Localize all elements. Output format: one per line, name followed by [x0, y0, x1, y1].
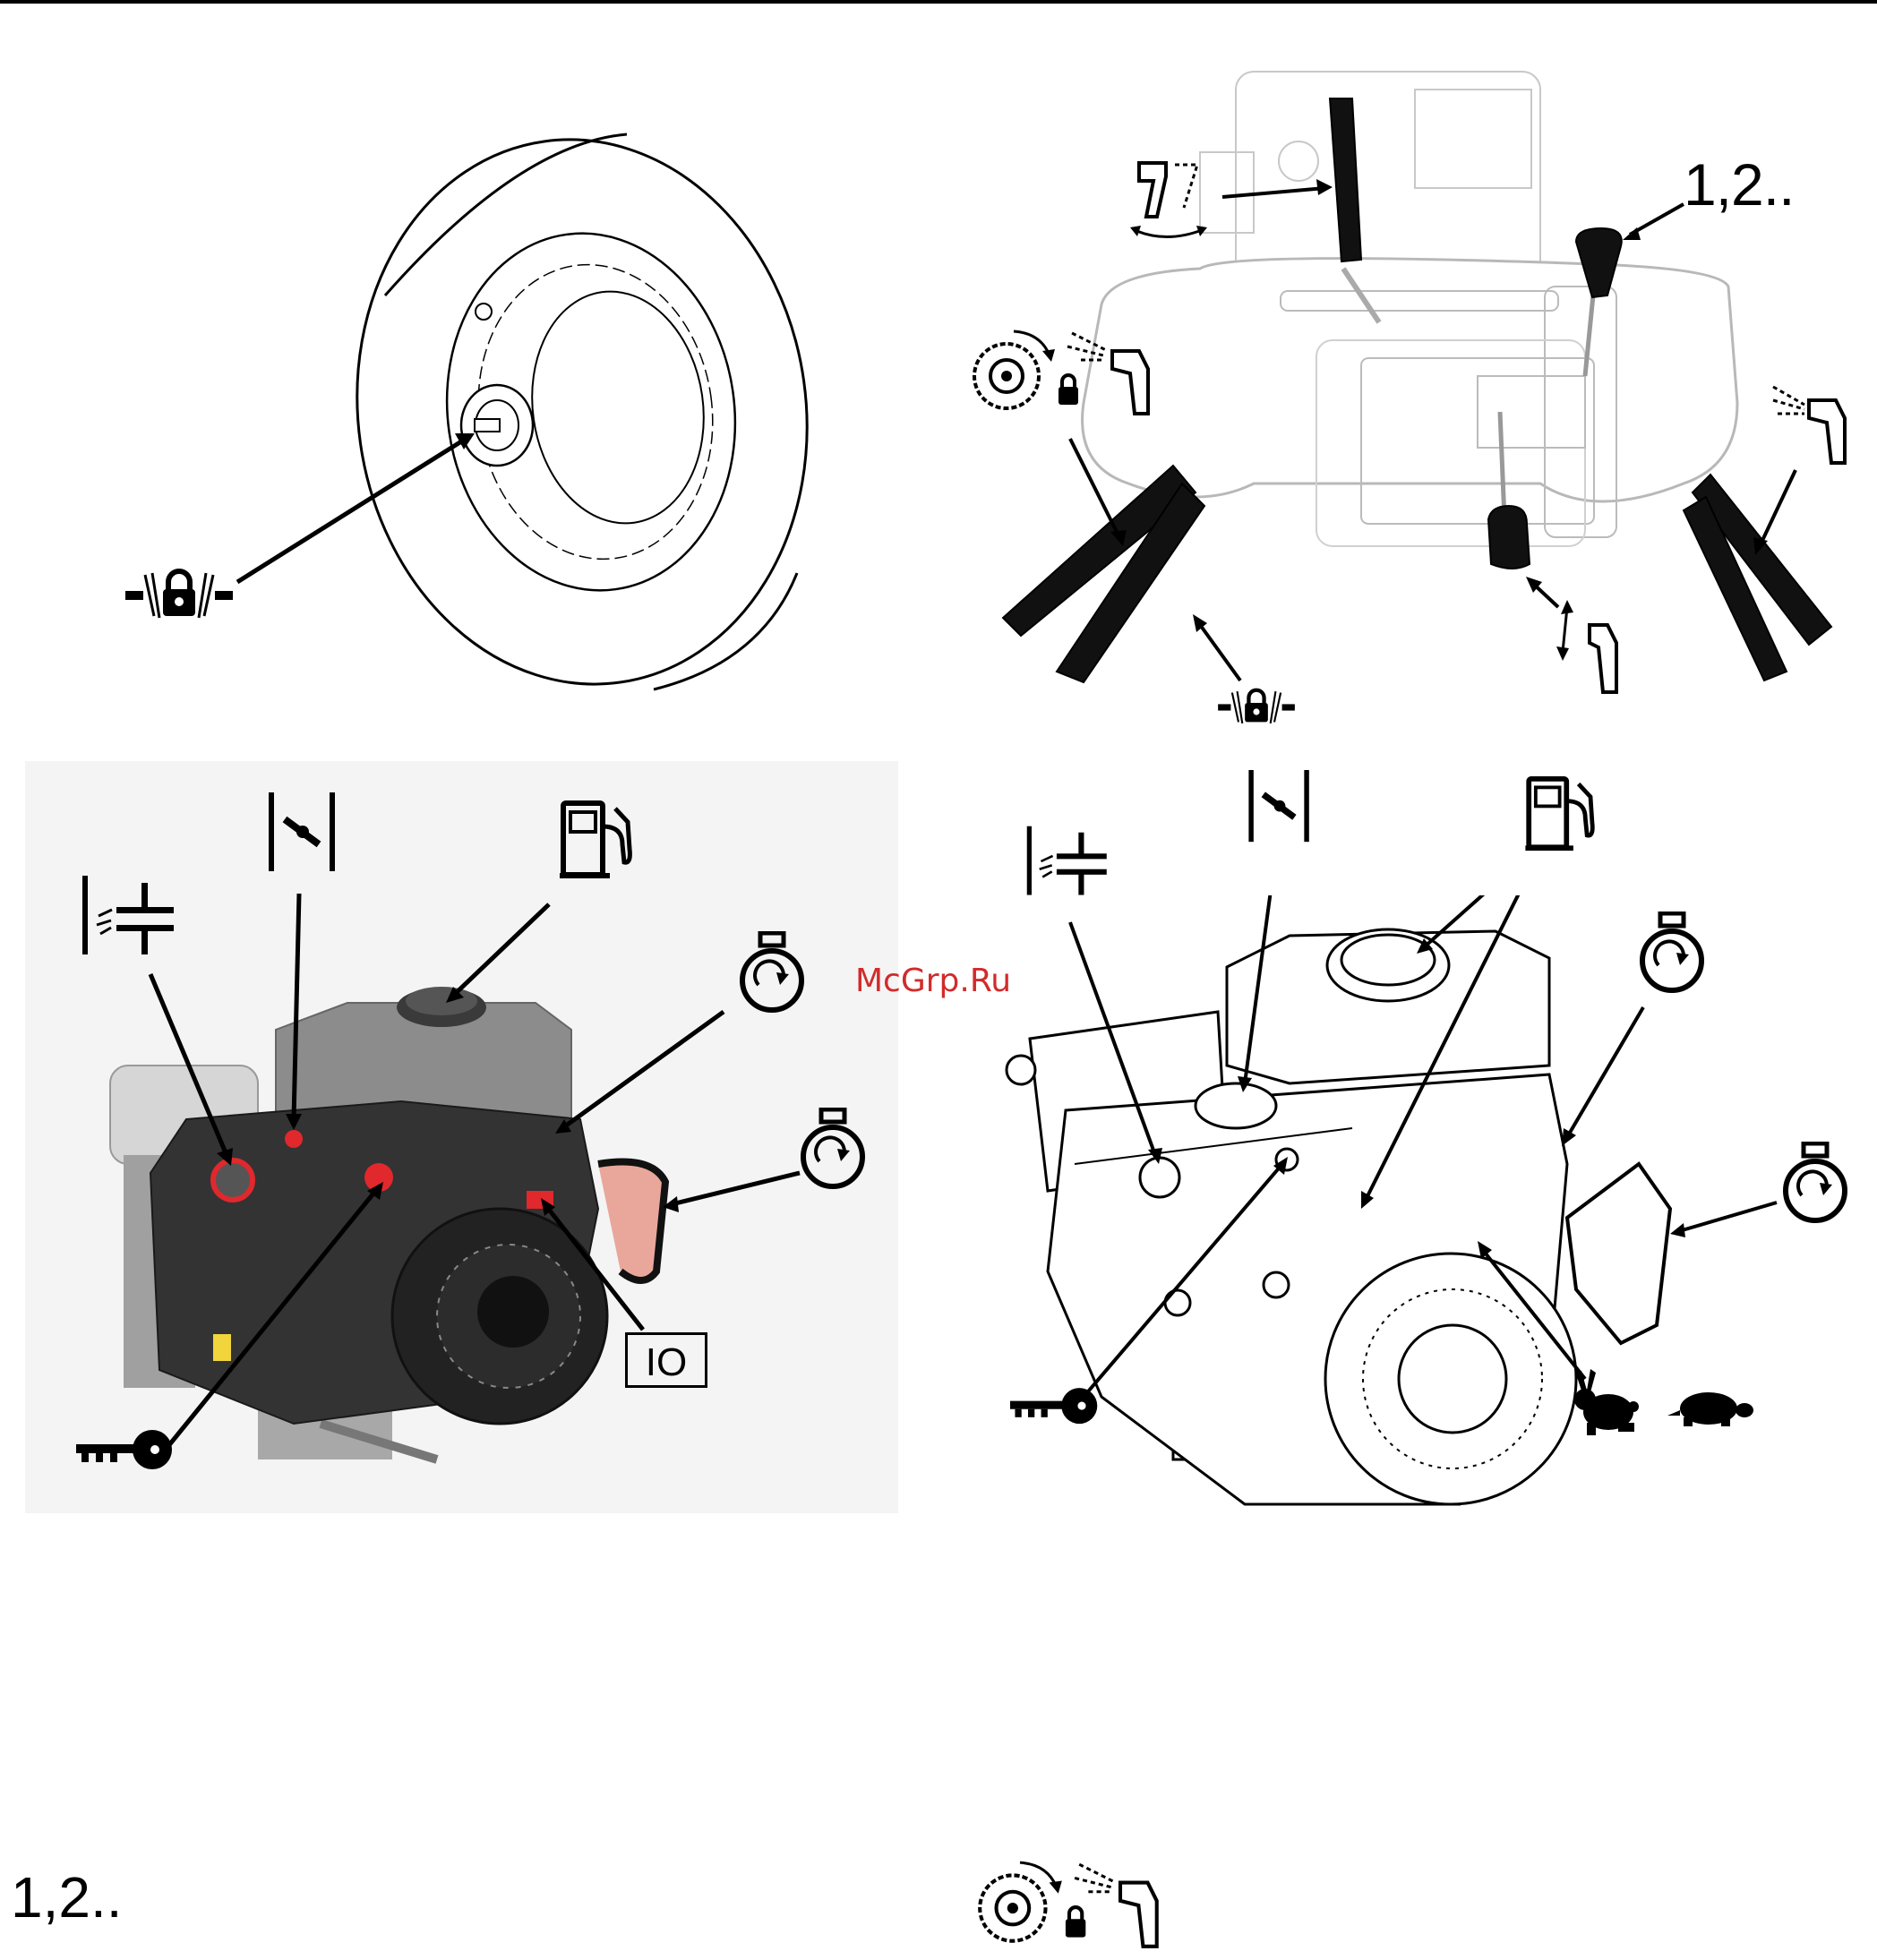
top-rule — [0, 0, 1877, 4]
gear-speed-label: 1,2.. — [1684, 150, 1794, 218]
primer-icon — [81, 876, 179, 961]
chute-deflector-icon — [1769, 369, 1858, 472]
choke-icon — [267, 792, 339, 877]
wheel-lock-icon — [125, 564, 233, 631]
wheel-lock-icon — [1216, 685, 1297, 734]
turtle-icon — [1666, 1383, 1755, 1433]
rabbit-icon — [1569, 1367, 1641, 1443]
recoil-start-icon — [800, 1108, 867, 1197]
gear-speed-label: 1,2.. — [11, 1864, 123, 1930]
key-icon — [1010, 1386, 1100, 1432]
auger-drive-icon — [969, 324, 1157, 427]
throttle-lever-icon — [1554, 598, 1634, 701]
recoil-start-icon — [1639, 912, 1706, 1001]
ignition-switch-label: IO — [625, 1332, 707, 1388]
key-icon — [76, 1428, 175, 1477]
choke-icon — [1247, 770, 1313, 848]
recoil-start-icon — [1782, 1142, 1849, 1231]
watermark: McGrp.Ru — [855, 963, 1011, 999]
chute-icon — [1130, 154, 1229, 248]
recoil-start-icon — [739, 931, 806, 1021]
auger-drive-icon — [967, 1855, 1173, 1960]
fuel-pump-icon — [1525, 775, 1598, 857]
fuel-pump-icon — [560, 800, 636, 885]
primer-icon — [1025, 824, 1111, 903]
engine-photo-figure — [25, 761, 898, 1513]
